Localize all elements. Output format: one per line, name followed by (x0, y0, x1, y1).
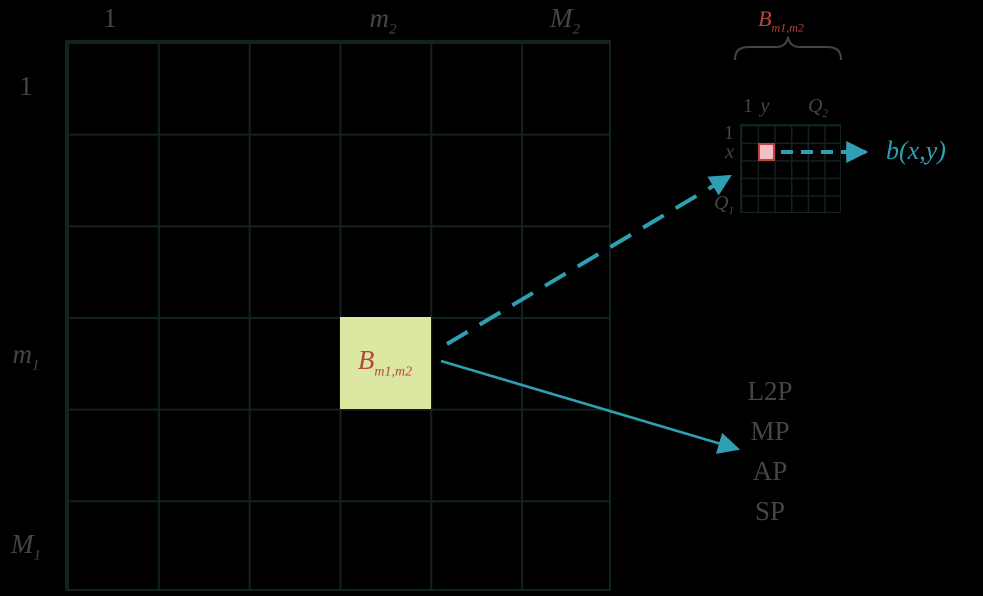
detail-grid (740, 124, 841, 213)
big-grid-row-label-m1: m1 (12, 339, 40, 374)
big-grid-row-label-M1: M1 (10, 529, 42, 564)
small-grid-row-label-1: 1 (724, 122, 734, 144)
marked-entry-cell (757, 142, 775, 161)
big-block-grid: Bm1,m2 (65, 40, 611, 591)
small-grid-row-label-Q1: Q1 (713, 192, 734, 217)
small-grid-col-label-1: 1 (743, 95, 753, 117)
legend-item-l2p: L2P (747, 376, 793, 406)
big-grid-col-label-M2: M2 (549, 3, 581, 38)
big-grid-col-label-1: 1 (103, 3, 117, 33)
legend-item-ap: AP (752, 456, 788, 486)
legend-item-mp: MP (750, 416, 790, 446)
highlighted-block-cell: Bm1,m2 (339, 317, 431, 409)
small-grid-row-label-x: x (725, 141, 734, 163)
brace-icon (734, 36, 842, 61)
big-grid-col-label-m2: m2 (369, 3, 397, 38)
small-grid-col-label-Q2: Q2 (807, 95, 829, 120)
small-grid-title: Bm1,m2 (758, 6, 804, 35)
entry-value-label: b(x,y) (886, 136, 946, 165)
big-grid-row-label-1: 1 (19, 71, 33, 101)
block-label: Bm1,m2 (357, 345, 413, 380)
legend-item-sp: SP (754, 496, 786, 526)
small-grid-col-label-y: y (760, 95, 770, 117)
